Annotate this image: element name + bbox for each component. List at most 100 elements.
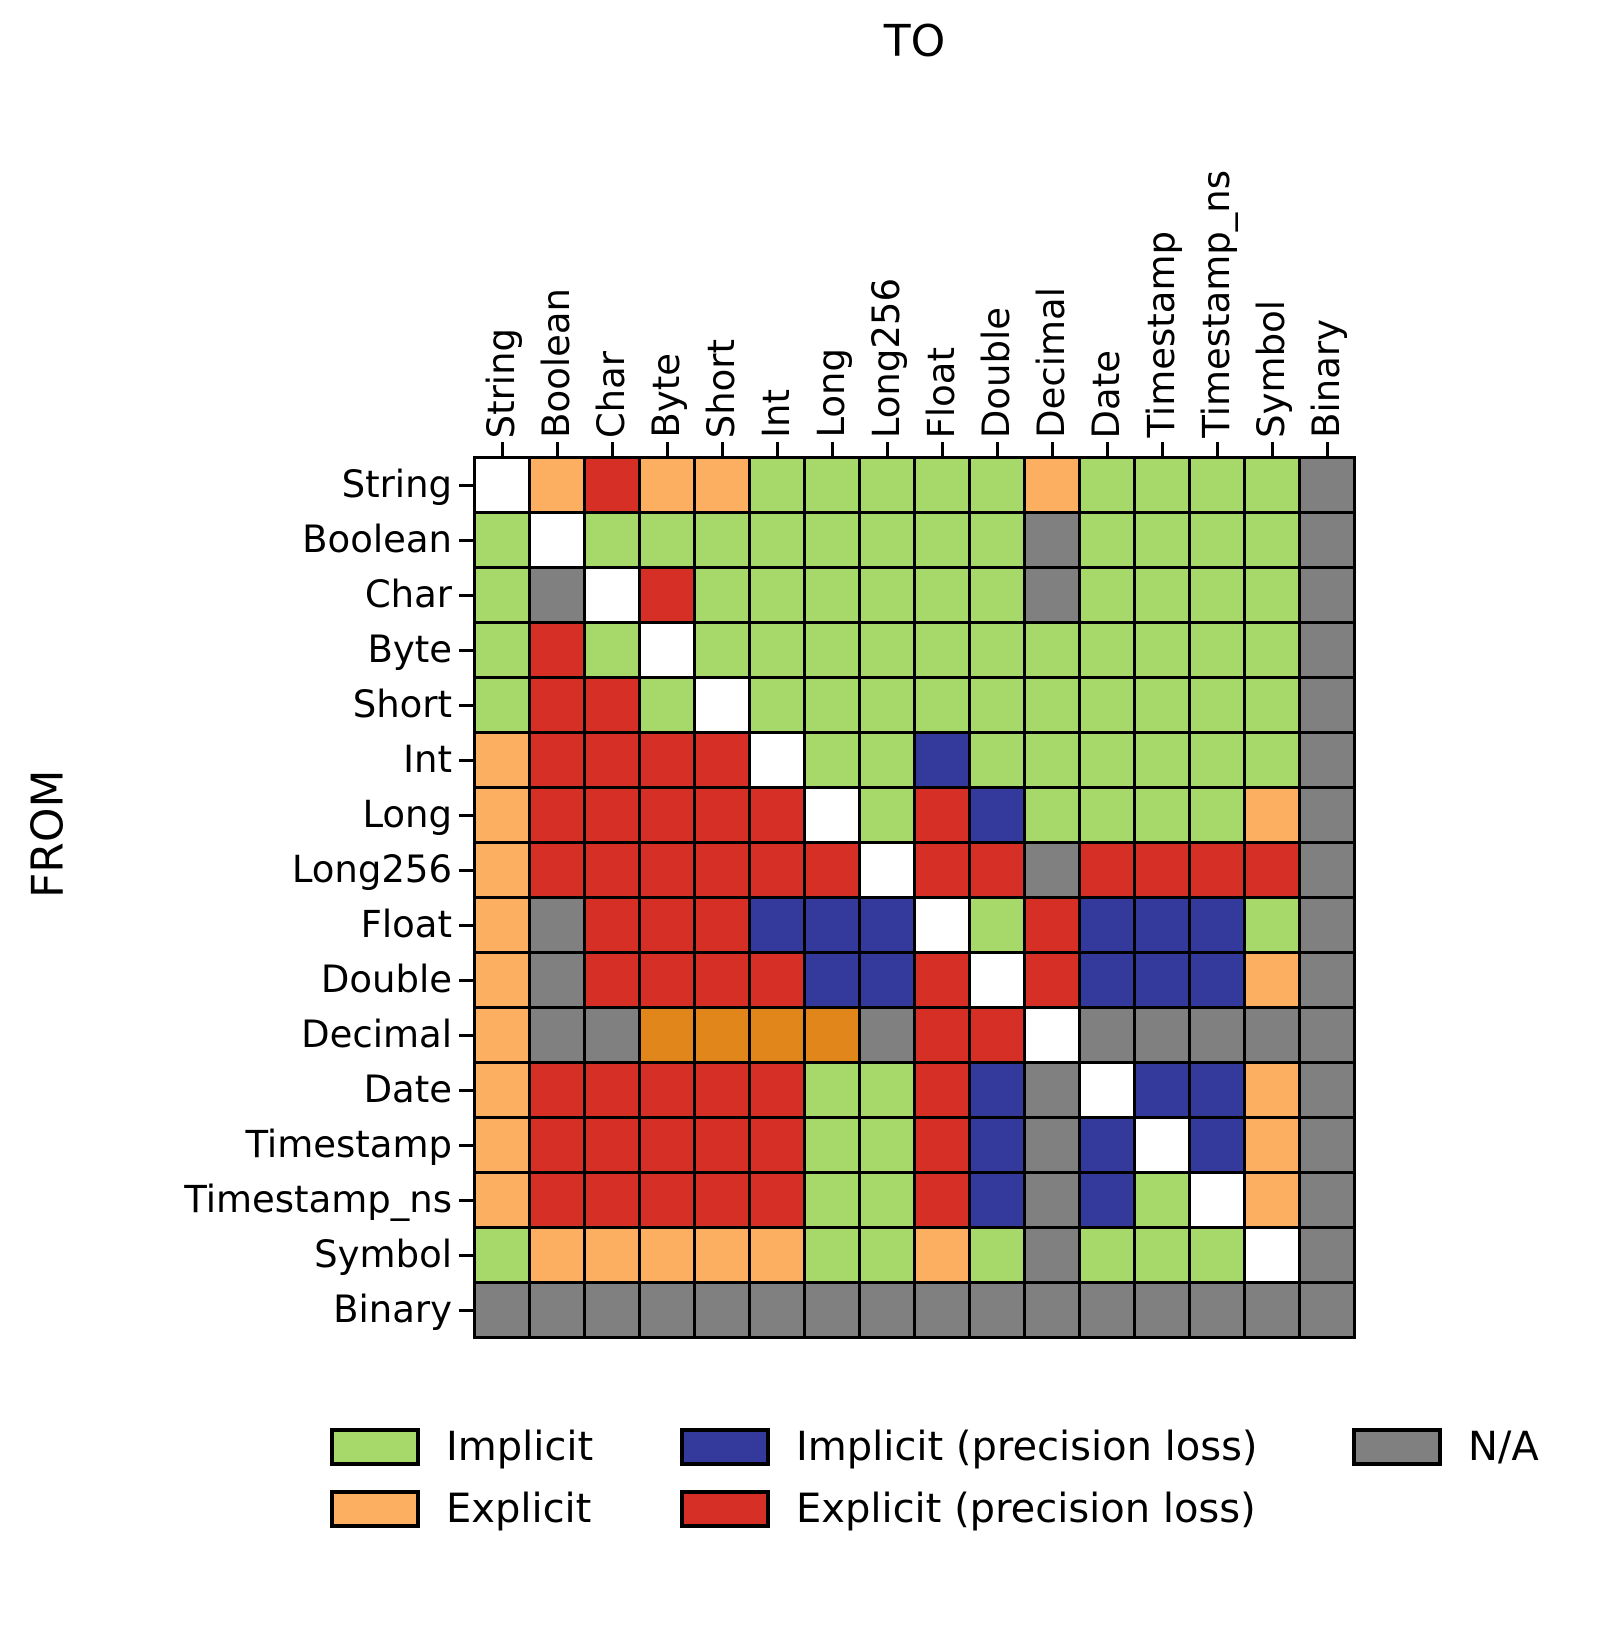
matrix-cell [1191,1229,1243,1281]
row-label: Timestamp [245,1123,452,1166]
matrix-cell [971,679,1023,731]
matrix-cell [696,624,748,676]
matrix-cell [751,954,803,1006]
x-tick [1270,442,1274,456]
matrix-cell [641,1064,693,1116]
matrix-cell [916,844,968,896]
matrix-cell [1081,1284,1133,1336]
matrix-cell [696,1174,748,1226]
legend-label: N/A [1468,1424,1539,1470]
column-label: Short [700,338,743,438]
row-label: Double [320,958,452,1001]
x-tick [830,442,834,456]
matrix-cell [586,734,638,786]
matrix-cell [806,1064,858,1116]
matrix-cell [806,1174,858,1226]
y-tick [459,538,473,542]
y-tick [459,1308,473,1312]
matrix-cell [1191,789,1243,841]
matrix-cell [1191,624,1243,676]
matrix-cell [1026,679,1078,731]
matrix-cell [1026,1119,1078,1171]
matrix-cell [1026,954,1078,1006]
x-tick [610,442,614,456]
matrix-cell [806,734,858,786]
matrix-cell [916,1284,968,1336]
matrix-cell [916,1174,968,1226]
matrix-cell [1081,679,1133,731]
matrix-cell [1026,459,1078,511]
matrix-cell [1081,624,1133,676]
y-tick [459,1198,473,1202]
matrix-cell [476,789,528,841]
matrix-cell [531,459,583,511]
matrix-cell [971,1229,1023,1281]
matrix-cell [916,734,968,786]
column-label: Binary [1305,319,1348,438]
matrix-cell [531,679,583,731]
matrix-cell [531,789,583,841]
matrix-cell [1081,899,1133,951]
matrix-cell [1246,624,1298,676]
matrix-cell [971,899,1023,951]
matrix-cell [861,1174,913,1226]
matrix-cell [1136,789,1188,841]
matrix-cell [1081,1229,1133,1281]
matrix-cell [696,1064,748,1116]
matrix-cell [1246,1009,1298,1061]
column-label: Byte [645,353,688,438]
matrix-cell [751,1064,803,1116]
matrix-cell [531,514,583,566]
x-axis-title: TO [883,16,946,67]
matrix-cell [1026,844,1078,896]
legend-swatch [680,1490,770,1528]
legend-label: Explicit [446,1486,592,1532]
matrix-cell [1301,789,1353,841]
matrix-cell [916,569,968,621]
matrix-cell [586,899,638,951]
x-tick [1160,442,1164,456]
matrix-cell [751,734,803,786]
matrix-cell [1136,1009,1188,1061]
column-label: Float [920,346,963,438]
matrix-cell [916,1229,968,1281]
matrix-cell [1026,624,1078,676]
matrix-cell [641,1009,693,1061]
matrix-cell [971,514,1023,566]
matrix-cell [641,734,693,786]
matrix-cell [641,954,693,1006]
matrix-cell [971,1284,1023,1336]
matrix-cell [861,734,913,786]
matrix-cell [1246,1229,1298,1281]
matrix-cell [916,789,968,841]
matrix-cell [1191,734,1243,786]
matrix-cell [1136,569,1188,621]
x-tick [885,442,889,456]
matrix-cell [806,789,858,841]
matrix-cell [1191,1284,1243,1336]
matrix-cell [1026,1174,1078,1226]
matrix-cell [971,954,1023,1006]
matrix-cell [641,844,693,896]
matrix-cell [531,1009,583,1061]
matrix-cell [751,1174,803,1226]
matrix-cell [1136,1064,1188,1116]
matrix-cell [1301,844,1353,896]
legend-item: Explicit [330,1486,591,1532]
matrix-cell [971,1119,1023,1171]
x-tick [1215,442,1219,456]
matrix-cell [751,459,803,511]
matrix-cell [861,514,913,566]
matrix-cell [476,459,528,511]
matrix-cell [696,954,748,1006]
matrix-cell [1301,1284,1353,1336]
matrix-cell [531,954,583,1006]
matrix-cell [1191,1119,1243,1171]
row-label: Timestamp_ns [184,1178,452,1221]
matrix-cell [641,899,693,951]
matrix-cell [1081,1174,1133,1226]
matrix-cell [1081,1009,1133,1061]
matrix-cell [1026,1064,1078,1116]
y-tick [459,483,473,487]
matrix-cell [1191,459,1243,511]
